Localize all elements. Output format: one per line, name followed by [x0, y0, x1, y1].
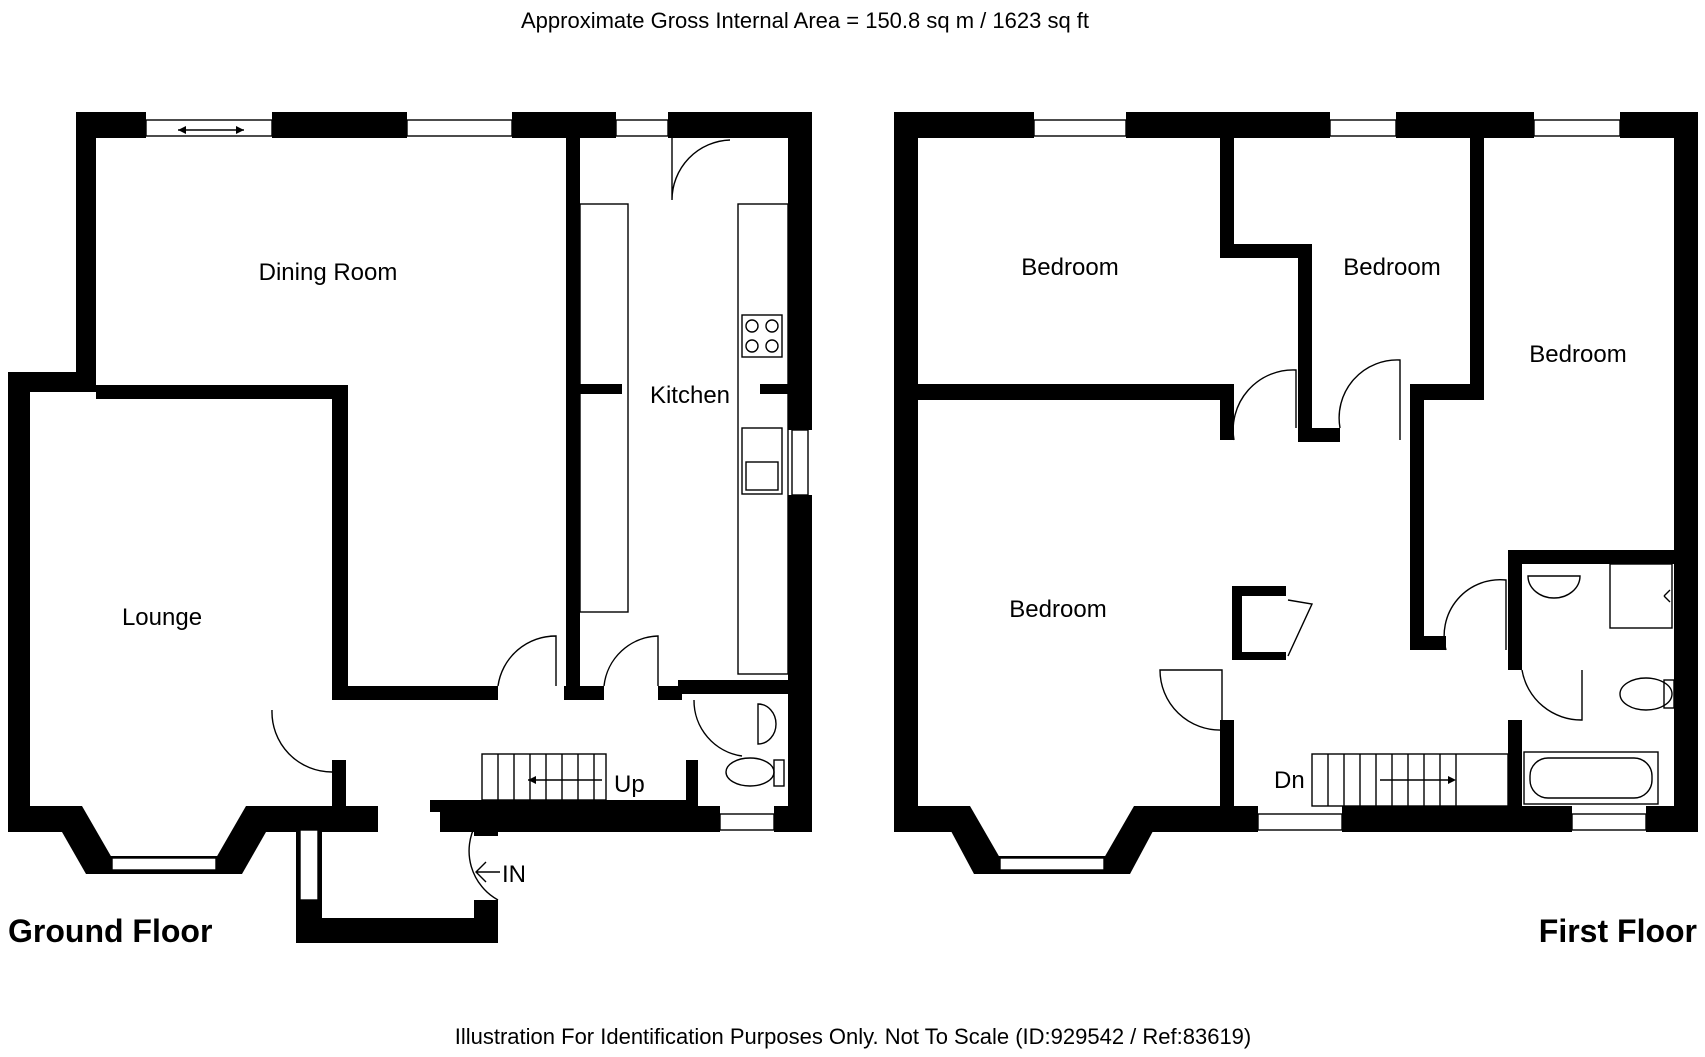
room-label-bedroom-1: Bedroom: [1021, 254, 1118, 281]
entrance-label: IN: [502, 861, 526, 888]
window: [1533, 119, 1621, 137]
window: [145, 119, 273, 137]
window: [299, 829, 319, 901]
room-label-bedroom-3: Bedroom: [1529, 341, 1626, 368]
window: [615, 119, 669, 137]
gross-area-text: Approximate Gross Internal Area = 150.8 …: [521, 8, 1089, 33]
entrance-arrow-icon: [475, 861, 500, 883]
first-floor-plan: Bedroom Bedroom Bedroom Bedroom Dn First…: [894, 112, 1698, 949]
room-label-dining: Dining Room: [259, 259, 398, 286]
ground-floor-title: Ground Floor: [8, 913, 212, 949]
room-label-kitchen: Kitchen: [650, 382, 730, 409]
window: [1033, 119, 1127, 137]
toilet-icon: [725, 757, 785, 787]
window: [719, 813, 775, 831]
room-label-lounge: Lounge: [122, 604, 202, 631]
stairs-up: [481, 753, 607, 801]
toilet-icon: [1619, 677, 1675, 711]
stairs-down-label: Dn: [1274, 767, 1305, 794]
hob-icon: [741, 314, 783, 358]
disclaimer-text: Illustration For Identification Purposes…: [455, 1024, 1252, 1049]
ground-floor-plan: Dining Room Kitchen Lounge Up IN Ground …: [8, 112, 812, 949]
stairs-down: [1311, 753, 1509, 807]
window: [999, 857, 1105, 871]
window: [791, 429, 809, 496]
basin-icon: [1527, 575, 1581, 599]
shower-icon: [1609, 563, 1673, 629]
sink-icon: [741, 427, 783, 495]
room-label-bedroom-4: Bedroom: [1009, 596, 1106, 623]
window: [1257, 813, 1343, 831]
wc-basin-icon: [757, 703, 777, 745]
window: [111, 857, 217, 871]
room-label-bedroom-2: Bedroom: [1343, 254, 1440, 281]
stairs-up-label: Up: [614, 771, 645, 798]
window: [1329, 119, 1397, 137]
bath-icon: [1523, 751, 1659, 805]
first-floor-title: First Floor: [1539, 913, 1697, 949]
window: [1571, 813, 1647, 831]
window: [406, 119, 513, 137]
